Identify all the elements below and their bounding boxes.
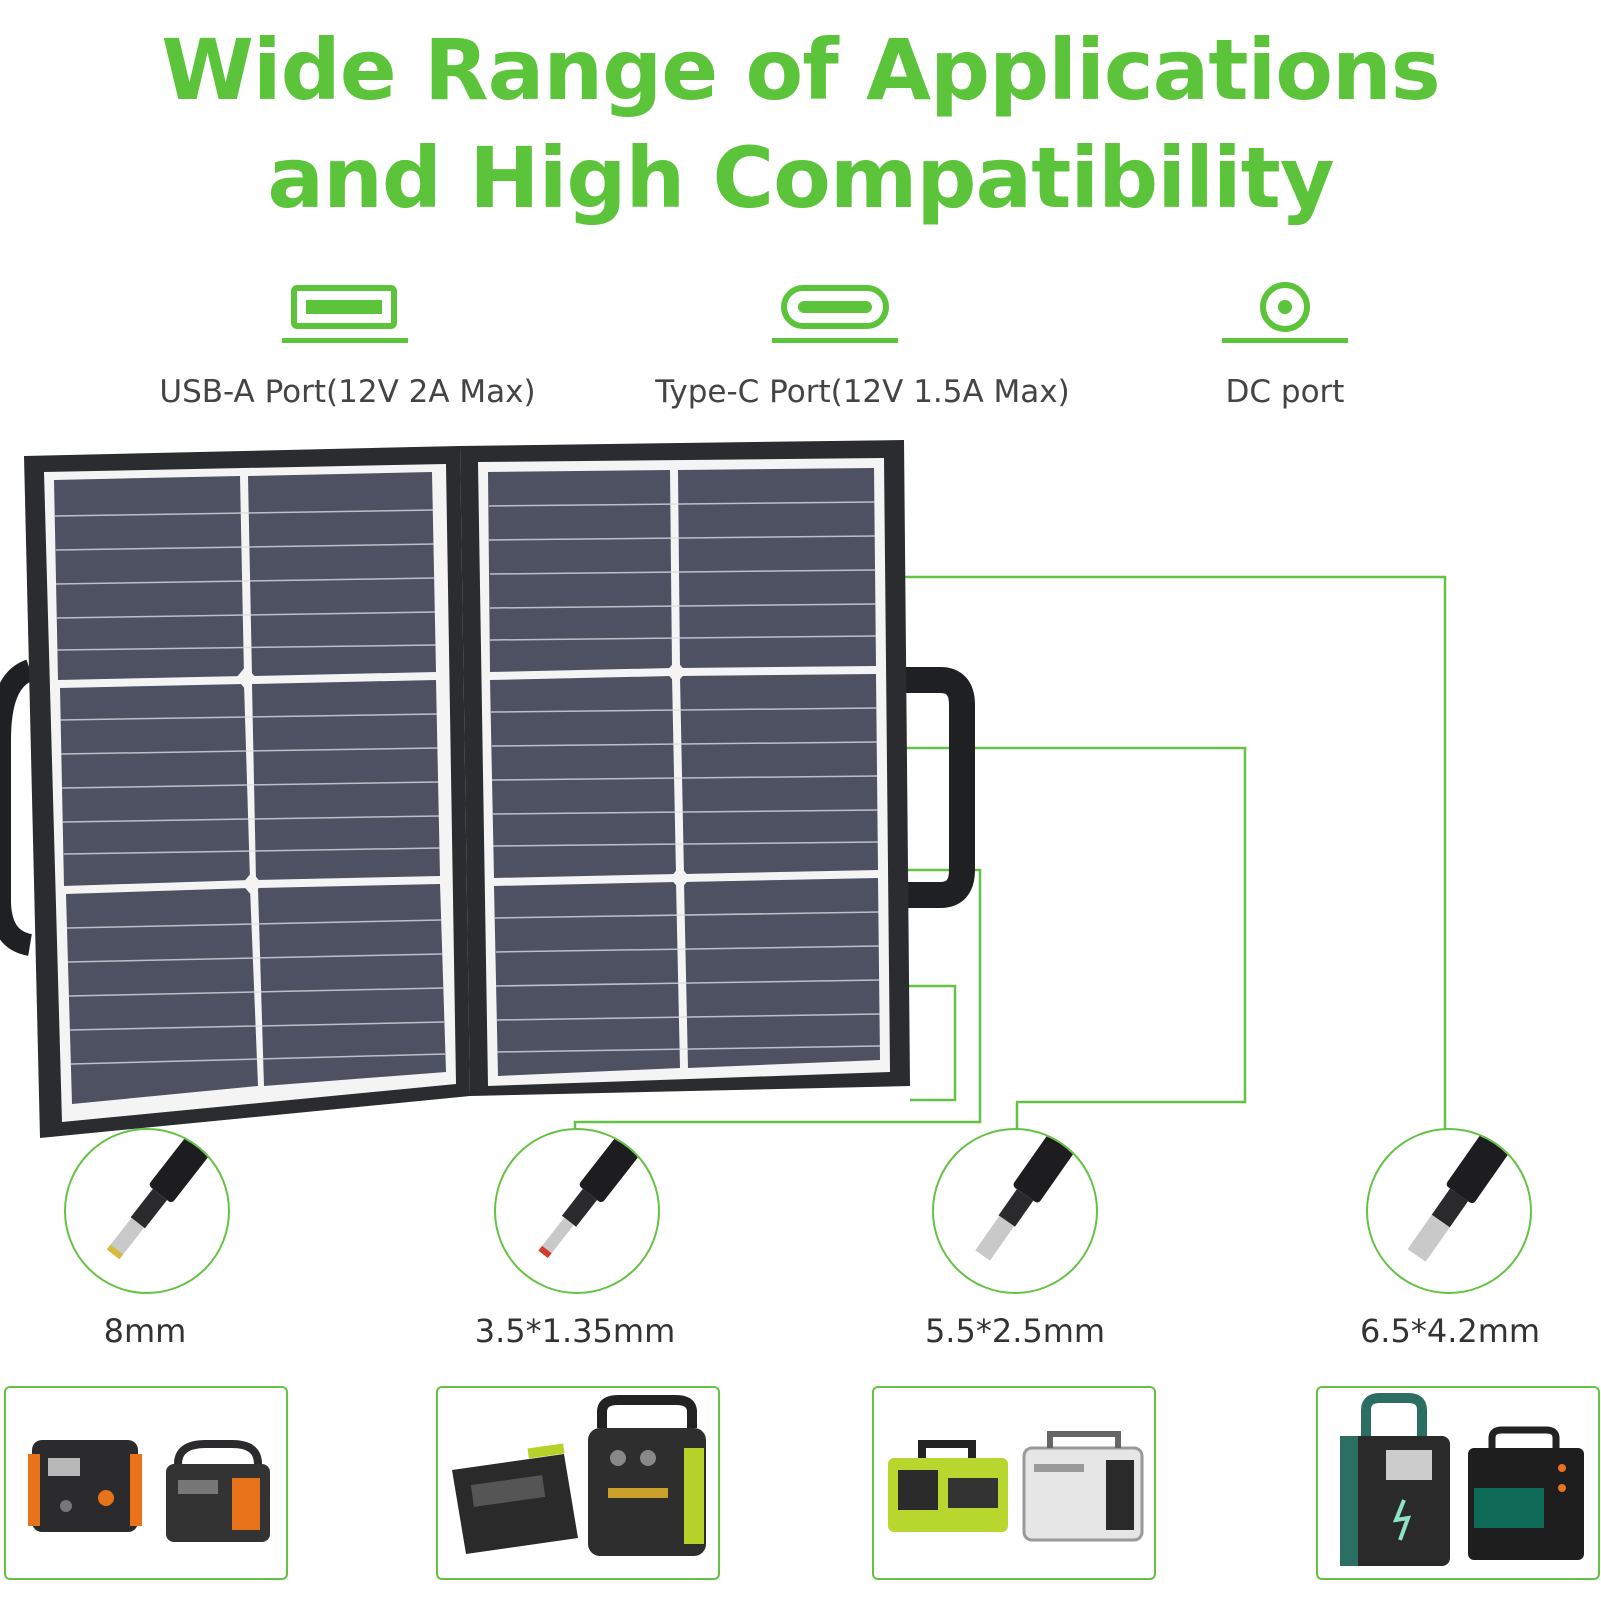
dc-port-icon <box>1220 282 1350 352</box>
connector-label-3-5x1-35mm: 3.5*1.35mm <box>474 1312 676 1350</box>
connector-label-6-5x4-2mm: 6.5*4.2mm <box>1359 1312 1541 1350</box>
device-box-2 <box>436 1386 720 1580</box>
power-station-image <box>166 1440 270 1542</box>
device-box-3 <box>872 1386 1156 1580</box>
power-station-image <box>888 1440 1008 1532</box>
connector-label-8mm: 8mm <box>103 1312 187 1350</box>
power-station-image <box>1022 1431 1144 1542</box>
usb-a-port-icon <box>280 282 410 352</box>
connector-8mm-image <box>64 1128 230 1294</box>
headline-line-2: and High Compatibility <box>267 129 1334 227</box>
device-box-4 <box>1316 1386 1600 1580</box>
power-station-image <box>588 1395 706 1556</box>
dc-port-label: DC port <box>1225 374 1345 410</box>
usb-a-port-label: USB-A Port(12V 2A Max) <box>159 374 536 410</box>
connector-label-5-5x2-5mm: 5.5*2.5mm <box>924 1312 1106 1350</box>
type-c-port-label: Type-C Port(12V 1.5A Max) <box>655 374 1070 410</box>
usb-c-port-icon <box>770 282 900 352</box>
headline-line-1: Wide Range of Applications <box>161 21 1441 119</box>
power-station-image <box>1340 1393 1450 1566</box>
connector-6-5x4-2mm-image <box>1366 1128 1532 1294</box>
power-station-image <box>1468 1426 1584 1560</box>
device-box-1 <box>4 1386 288 1580</box>
power-station-image <box>452 1443 578 1554</box>
connector-5-5x2-5mm-image <box>932 1128 1098 1294</box>
power-station-image <box>28 1440 142 1532</box>
connector-3-5x1-35mm-image <box>494 1128 660 1294</box>
